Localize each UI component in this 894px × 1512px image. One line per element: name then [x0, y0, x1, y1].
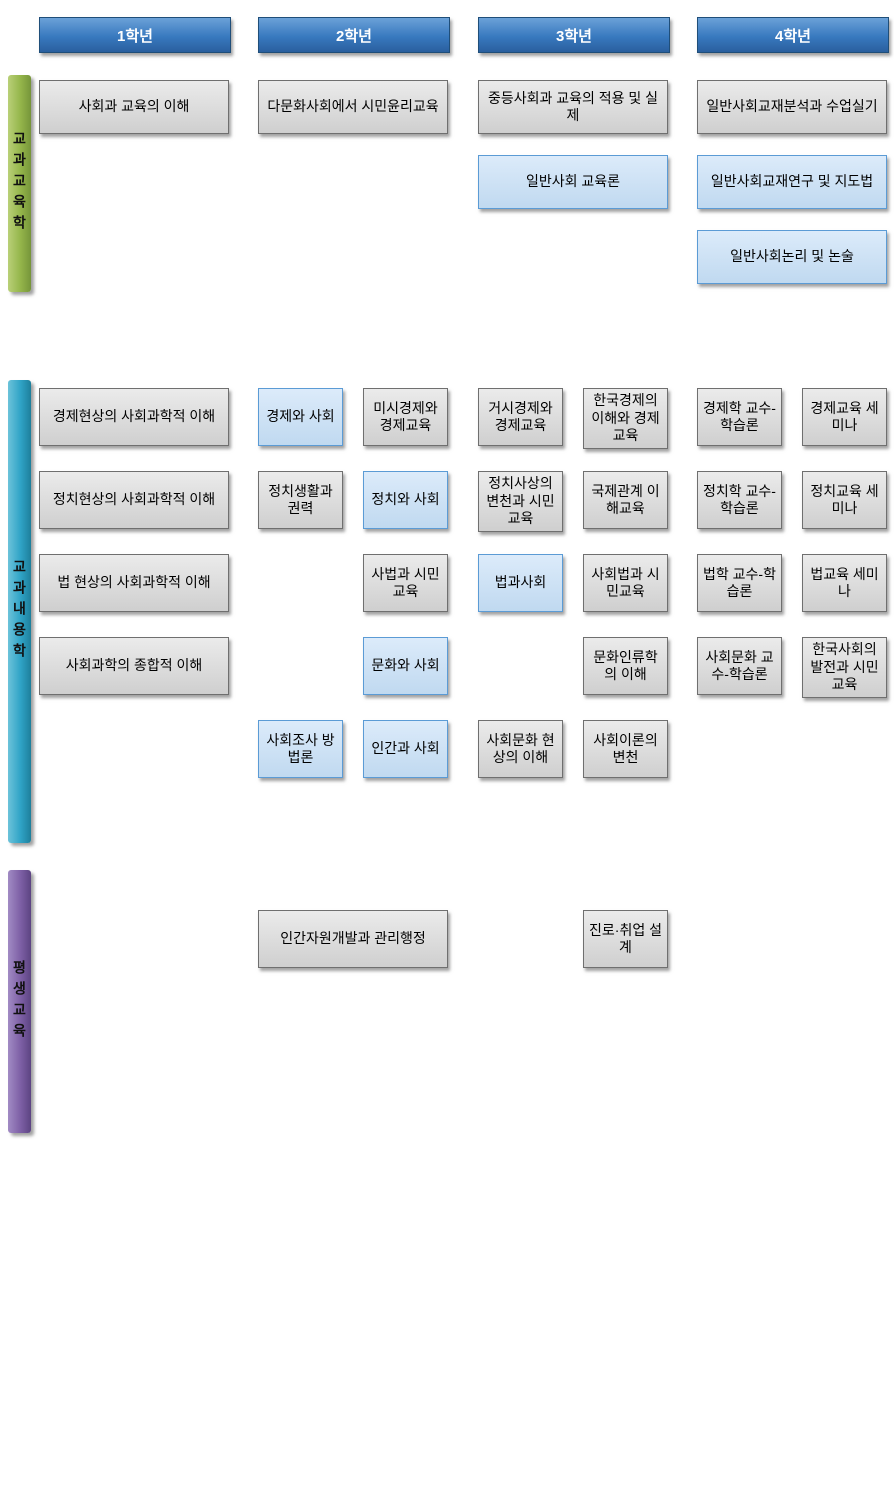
course-label: 사회문화 교수-학습론: [705, 648, 774, 683]
course-box: 정치와 사회: [363, 471, 448, 529]
course-box: 경제와 사회: [258, 388, 343, 446]
course-box: 법교육 세미나: [802, 554, 887, 612]
course-box: 사회문화 교수-학습론: [697, 637, 782, 695]
course-label: 경제와 사회: [266, 408, 335, 425]
course-label: 정치현상의 사회과학적 이해: [52, 491, 216, 508]
year-header-1: 1학년: [39, 17, 231, 53]
course-label: 경제학 교수-학습론: [703, 399, 776, 434]
course-label: 법교육 세미나: [810, 565, 879, 600]
course-box: 사회과 교육의 이해: [39, 80, 229, 134]
course-label: 사회과 교육의 이해: [78, 98, 190, 115]
course-label: 일반사회교재연구 및 지도법: [710, 173, 874, 190]
course-box: 다문화사회에서 시민윤리교육: [258, 80, 448, 134]
year-header-3: 3학년: [478, 17, 670, 53]
course-label: 정치와 사회: [371, 491, 440, 508]
course-label: 사회이론의 변천: [593, 731, 658, 766]
course-box: 법 현상의 사회과학적 이해: [39, 554, 229, 612]
course-box: 법과사회: [478, 554, 563, 612]
course-label: 한국경제의 이해와 경제교육: [591, 392, 660, 443]
course-label: 일반사회 교육론: [525, 173, 621, 190]
course-label: 한국사회의 발전과 시민교육: [810, 641, 879, 692]
course-box: 정치사상의 변천과 시민교육: [478, 471, 563, 532]
course-box: 인간과 사회: [363, 720, 448, 778]
course-box: 국제관계 이해교육: [583, 471, 668, 529]
course-box: 인간자원개발과 관리행정: [258, 910, 448, 968]
course-label: 인간과 사회: [371, 740, 440, 757]
course-box: 경제교육 세미나: [802, 388, 887, 446]
course-label: 사회조사 방법론: [266, 731, 335, 766]
course-label: 정치사상의 변천과 시민교육: [486, 475, 555, 526]
course-label: 문화인류학의 이해: [593, 648, 658, 683]
course-box: 사회과학의 종합적 이해: [39, 637, 229, 695]
course-label: 사회과학의 종합적 이해: [65, 657, 203, 674]
course-box: 경제학 교수-학습론: [697, 388, 782, 446]
course-label: 경제현상의 사회과학적 이해: [52, 408, 216, 425]
course-box: 정치현상의 사회과학적 이해: [39, 471, 229, 529]
course-label: 법과사회: [494, 574, 547, 591]
course-box: 정치학 교수-학습론: [697, 471, 782, 529]
course-box: 사회문화 현상의 이해: [478, 720, 563, 778]
course-box: 진로·취업 설계: [583, 910, 668, 968]
course-label: 사회문화 현상의 이해: [486, 731, 555, 766]
course-label: 정치교육 세미나: [810, 482, 879, 517]
category-bar-lifelong-education: 평생교육: [8, 870, 31, 1133]
course-box: 일반사회교재연구 및 지도법: [697, 155, 887, 209]
course-label: 인간자원개발과 관리행정: [280, 930, 426, 947]
course-label: 정치학 교수-학습론: [703, 482, 776, 517]
course-box: 정치생활과 권력: [258, 471, 343, 529]
course-box: 정치교육 세미나: [802, 471, 887, 529]
course-label: 일반사회논리 및 논술: [730, 248, 854, 265]
course-label: 사회법과 시민교육: [591, 565, 660, 600]
course-box: 경제현상의 사회과학적 이해: [39, 388, 229, 446]
course-box: 사법과 시민교육: [363, 554, 448, 612]
course-box: 거시경제와 경제교육: [478, 388, 563, 446]
course-box: 문화인류학의 이해: [583, 637, 668, 695]
category-bar-subject-pedagogy: 교과교육학: [8, 75, 31, 292]
course-label: 법 현상의 사회과학적 이해: [57, 574, 211, 591]
course-label: 일반사회교재분석과 수업실기: [706, 98, 878, 115]
category-label-lifelong-education: 평생교육: [11, 959, 28, 1044]
course-label: 법학 교수-학습론: [703, 565, 776, 600]
course-box: 일반사회 교육론: [478, 155, 668, 209]
course-label: 진로·취업 설계: [589, 921, 662, 956]
category-bar-subject-content: 교과내용학: [8, 380, 31, 843]
course-box: 일반사회교재분석과 수업실기: [697, 80, 887, 134]
course-label: 경제교육 세미나: [810, 399, 879, 434]
course-box: 사회이론의 변천: [583, 720, 668, 778]
course-box: 법학 교수-학습론: [697, 554, 782, 612]
course-box: 사회조사 방법론: [258, 720, 343, 778]
course-box: 사회법과 시민교육: [583, 554, 668, 612]
course-label: 문화와 사회: [371, 657, 440, 674]
year-header-4: 4학년: [697, 17, 889, 53]
course-label: 다문화사회에서 시민윤리교육: [267, 98, 439, 115]
category-label-subject-content: 교과내용학: [11, 559, 28, 664]
course-label: 중등사회과 교육의 적용 및 실제: [487, 89, 659, 124]
category-label-subject-pedagogy: 교과교육학: [11, 131, 28, 236]
course-box: 문화와 사회: [363, 637, 448, 695]
course-label: 사법과 시민교육: [371, 565, 440, 600]
course-box: 한국사회의 발전과 시민교육: [802, 637, 887, 698]
course-box: 미시경제와 경제교육: [363, 388, 448, 446]
course-box: 중등사회과 교육의 적용 및 실제: [478, 80, 668, 134]
course-label: 정치생활과 권력: [268, 482, 333, 517]
course-box: 한국경제의 이해와 경제교육: [583, 388, 668, 449]
course-label: 거시경제와 경제교육: [488, 399, 553, 434]
course-label: 국제관계 이해교육: [591, 482, 660, 517]
course-box: 일반사회논리 및 논술: [697, 230, 887, 284]
course-label: 미시경제와 경제교육: [373, 399, 438, 434]
year-header-2: 2학년: [258, 17, 450, 53]
